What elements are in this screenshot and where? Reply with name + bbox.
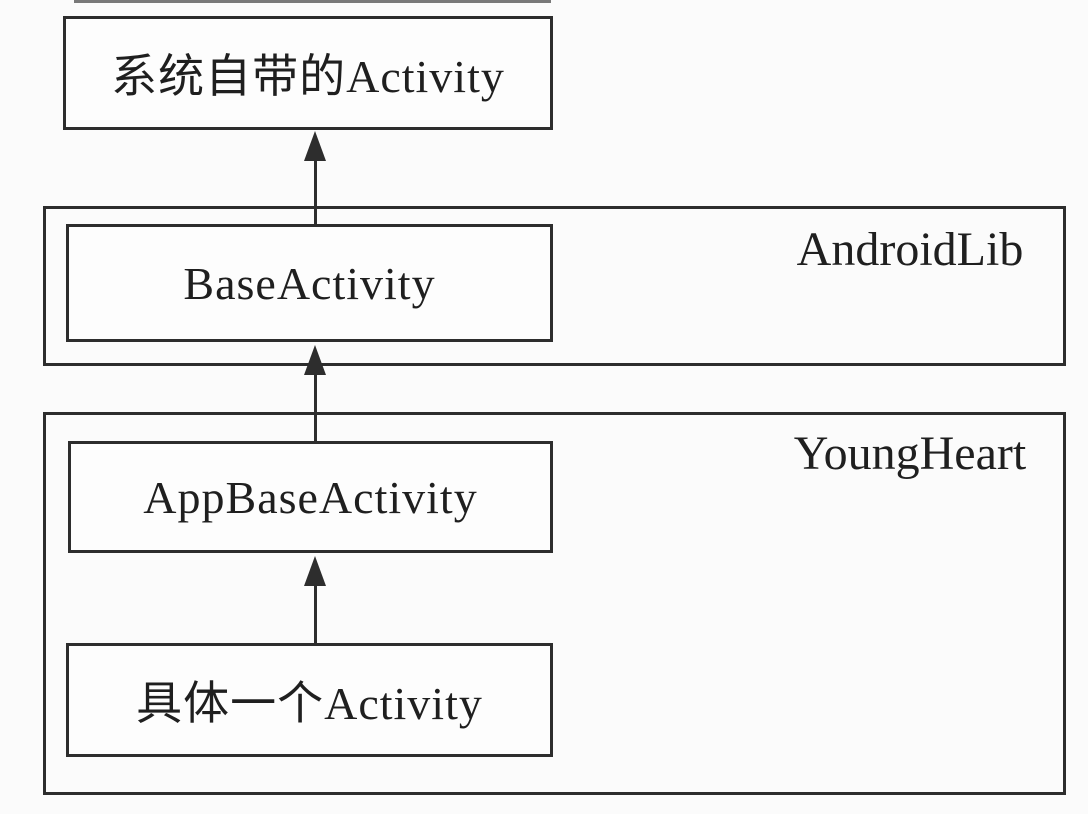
- node-system-activity-label: 系统自带的Activity: [111, 51, 505, 102]
- inheritance-arrow-appbase-to-base: [314, 354, 317, 442]
- node-concrete-activity: 具体一个Activity: [66, 643, 553, 757]
- node-concrete-activity-label: 具体一个Activity: [136, 678, 483, 729]
- node-app-base-activity-label: AppBaseActivity: [143, 471, 478, 523]
- container-youngheart-label: YoungHeart: [793, 427, 1027, 480]
- container-androidlib: [43, 206, 1066, 366]
- node-system-activity: 系统自带的Activity: [63, 16, 553, 130]
- inheritance-arrow-concrete-to-appbase: [314, 565, 317, 643]
- node-base-activity-label: BaseActivity: [183, 257, 436, 309]
- node-base-activity: BaseActivity: [66, 224, 553, 342]
- cropped-edge-line: [74, 0, 551, 3]
- container-youngheart: [43, 412, 1066, 795]
- node-app-base-activity: AppBaseActivity: [68, 441, 553, 553]
- inheritance-arrow-base-to-system: [314, 140, 317, 225]
- container-androidlib-label: AndroidLib: [796, 223, 1024, 276]
